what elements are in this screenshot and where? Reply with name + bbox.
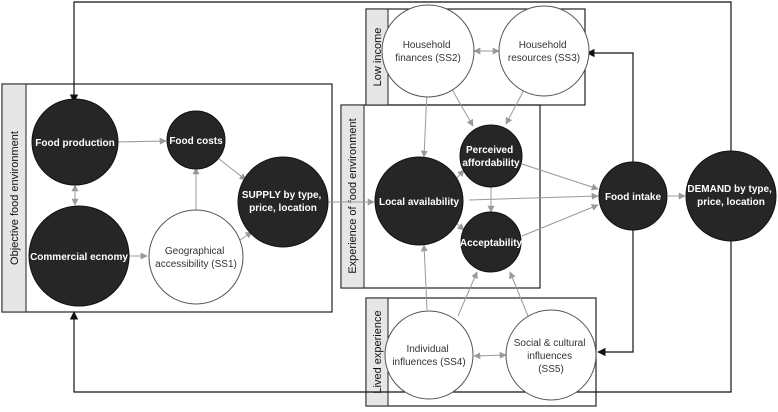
node-food-intake: Food intake (598, 161, 668, 231)
node-geographical-accessibility: Geographical accessibility (SS1) (148, 209, 244, 305)
node-household-resources: Household resources (SS3) (498, 5, 590, 97)
edge-affordability-to-intake (521, 163, 599, 191)
edge-individual-social (473, 351, 507, 360)
edge-individual-to-local (420, 244, 428, 311)
node-label: Local availability (379, 197, 459, 208)
node-label: Social & cultural influences (SS5) (514, 338, 588, 375)
node-label: Food production (35, 138, 114, 149)
node-social-cultural-influences: Social & cultural influences (SS5) (505, 309, 597, 401)
group-label-objective: Objective food environment (9, 131, 21, 265)
node-label: Individual influences (SS4) (392, 344, 465, 368)
edge-acceptability-to-intake (521, 204, 599, 237)
node-label: Household resources (SS3) (508, 40, 580, 64)
intake-to-lived-edge (597, 230, 634, 357)
feedback-loop-edge (69, 210, 732, 393)
node-individual-influences: Individual influences (SS4) (384, 310, 474, 400)
node-label: DEMAND by type, price, location (687, 184, 774, 208)
node-local-availability: Local availability (374, 156, 464, 246)
node-acceptability: Acceptability (460, 211, 523, 273)
node-label: Commercial ecnomy (30, 252, 128, 263)
node-label: SUPPLY by type, price, location (242, 190, 324, 214)
edge-costs-to-supply (218, 158, 247, 181)
node-supply: SUPPLY by type, price, location (237, 156, 329, 248)
node-perceived-affordability: Perceived affordability (459, 124, 523, 188)
node-label: Acceptability (460, 238, 523, 249)
group-label-low-income: Low income (372, 28, 384, 87)
node-label: Food intake (605, 192, 662, 203)
edge-local-to-intake (468, 192, 599, 201)
node-label: Household finances (SS2) (395, 40, 461, 64)
edge-accessibility-to-supply (239, 231, 253, 241)
feedback-loop-edge-top (69, 1, 732, 210)
edge-resources-to-affordability (505, 89, 525, 125)
node-food-production: Food production (31, 98, 119, 186)
node-label: Food costs (169, 136, 223, 147)
node-demand: DEMAND by type, price, location (685, 150, 777, 242)
edge-finances-to-local (420, 89, 428, 158)
group-objective-food-environment: Objective food environment (1, 83, 333, 313)
node-food-costs: Food costs (166, 110, 226, 170)
node-commercial-economy: Commercial ecnomy (28, 205, 130, 307)
edge-social-to-acceptability (509, 271, 529, 317)
edge-finances-to-affordability (449, 85, 474, 127)
intake-to-low-income-edge (586, 48, 634, 162)
edge-individual-to-acceptability (457, 271, 478, 317)
group-experience-of-food-environment: Experience of food environment (340, 104, 541, 289)
edge-production-to-costs (117, 137, 167, 145)
group-label-experience: Experience of food environment (347, 118, 359, 273)
node-household-finances: Household finances (SS2) (381, 4, 475, 98)
group-label-lived: Lived experience (372, 310, 384, 393)
node-label: Geographical accessibility (SS1) (155, 246, 237, 270)
node-label: Perceived affordability (462, 145, 520, 169)
